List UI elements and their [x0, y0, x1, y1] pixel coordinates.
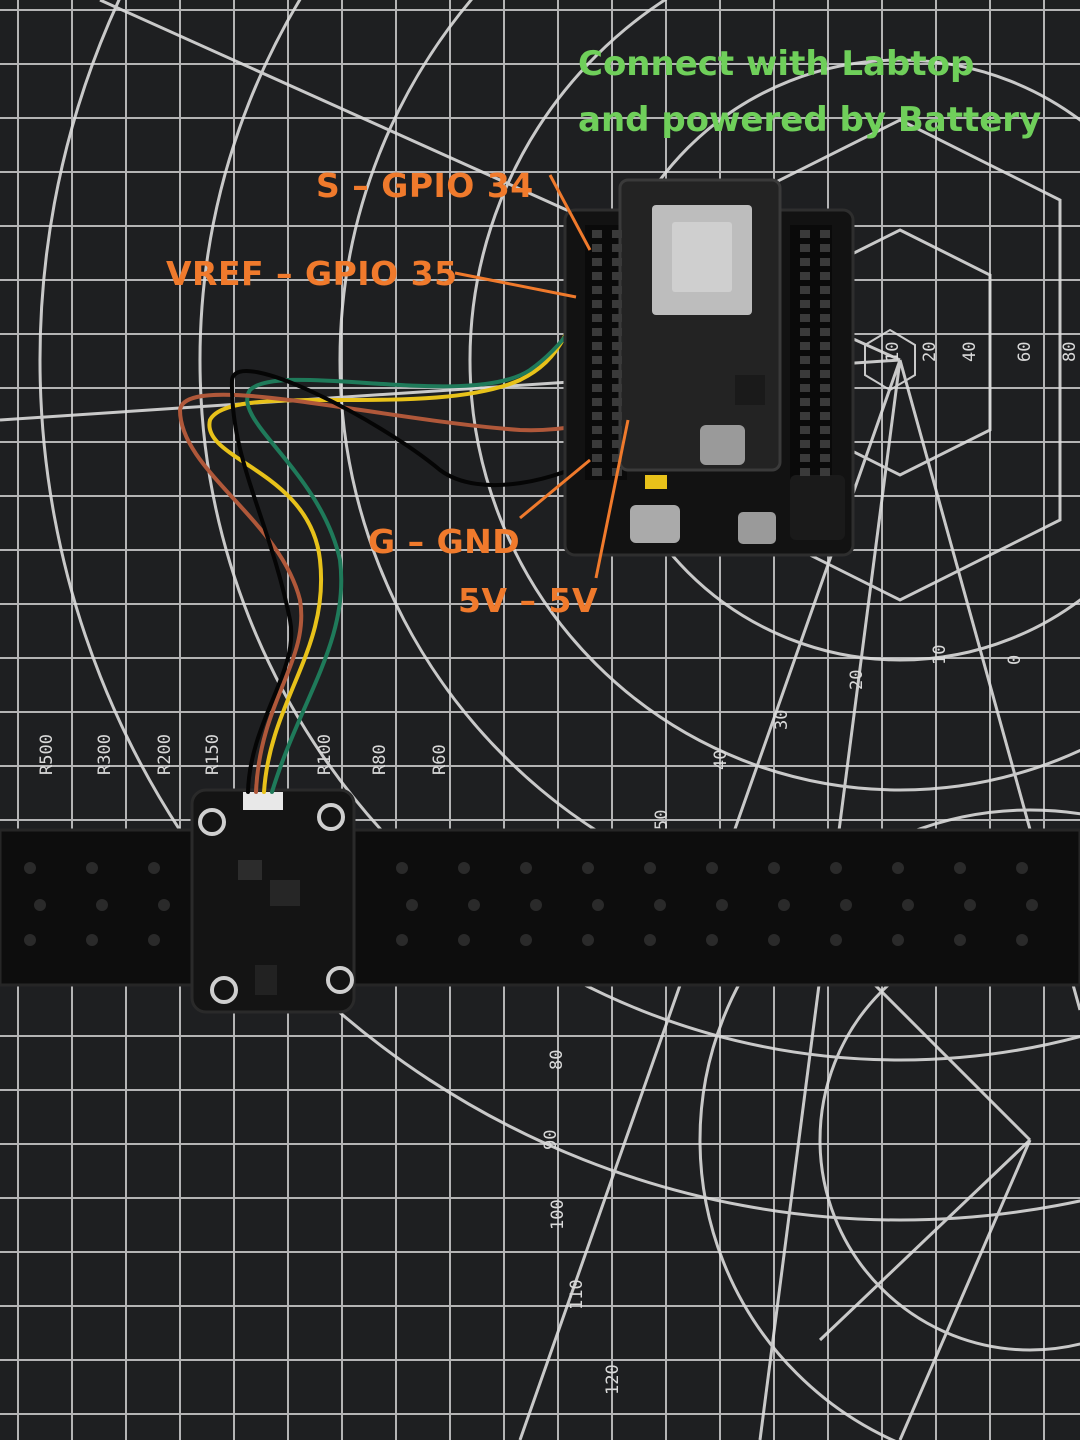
title-line-1: Connect with Labtop [578, 44, 975, 84]
mat-arc-scale: 0 10 20 30 40 50 70 80 90 100 110 120 [541, 645, 1025, 1395]
sensor-module [190, 788, 356, 1014]
mat-label-r500: R500 [37, 734, 57, 775]
label-g-gnd: G – GND [368, 522, 521, 561]
title-line-2: and powered by Battery [578, 100, 1042, 140]
mat-label-r60: R60 [430, 744, 450, 775]
wires [177, 243, 617, 794]
label-vref-gpio35: VREF – GPIO 35 [166, 254, 458, 293]
mat-arc-50: 50 [652, 810, 672, 830]
mat-arc-0: 0 [1005, 655, 1025, 665]
mat-arc-100: 100 [548, 1199, 568, 1230]
leader-s [548, 174, 592, 251]
mat-arc-80: 80 [547, 1050, 567, 1070]
mat-arc-10: 10 [930, 645, 950, 665]
mat-label-r300: R300 [95, 734, 115, 775]
label-s-gpio34: S – GPIO 34 [316, 166, 534, 205]
mat-label-r150: R150 [203, 734, 223, 775]
title-annotation: Connect with Labtop and powered by Batte… [578, 36, 1041, 148]
leader-5v [594, 419, 630, 579]
mat-label-20: 20 [920, 342, 940, 362]
header-pins [592, 230, 830, 476]
pin-leader-lines [454, 174, 630, 579]
mat-arc-90: 90 [541, 1130, 561, 1150]
mat-label-r100: R100 [315, 734, 335, 775]
black-strap [0, 828, 1080, 987]
mat-arc-30: 30 [772, 710, 792, 730]
leader-g [519, 458, 591, 520]
mat-resistor-scale: R500 R300 R200 R150 R100 R80 R60 [37, 734, 450, 775]
mat-label-10: 10 [883, 342, 903, 362]
mat-right-scale: 10 20 40 60 80 [883, 342, 1080, 362]
mat-label-40: 40 [960, 342, 980, 362]
esp32-board [563, 178, 855, 557]
mat-arc-20: 20 [847, 670, 867, 690]
mat-label-80: 80 [1060, 342, 1080, 362]
mat-label-r200: R200 [155, 734, 175, 775]
label-5v-5v: 5V – 5V [458, 581, 598, 620]
mat-label-r80: R80 [370, 744, 390, 775]
leader-vref [454, 271, 577, 299]
mat-arc-40: 40 [711, 750, 731, 770]
mat-arc-120: 120 [603, 1364, 623, 1395]
mat-arc-110: 110 [567, 1279, 587, 1310]
strap-holes [24, 862, 1038, 946]
mat-label-60: 60 [1015, 342, 1035, 362]
